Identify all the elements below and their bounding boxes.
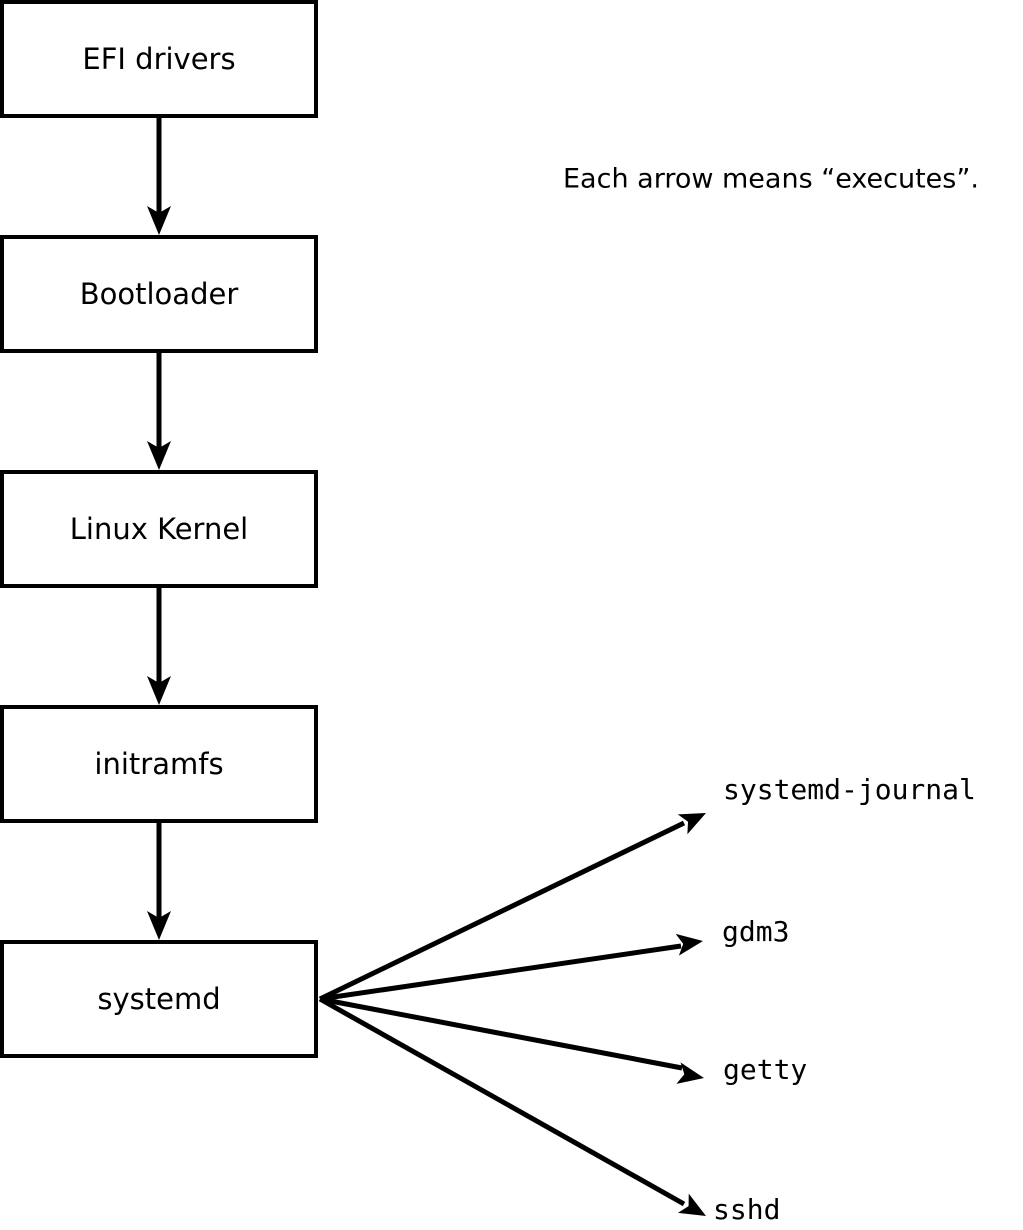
node-label: Linux Kernel	[70, 512, 248, 546]
node-systemd[interactable]: systemd	[0, 940, 318, 1058]
node-label: systemd	[97, 982, 220, 1016]
node-label: EFI drivers	[82, 42, 235, 76]
fanout-edges-group	[318, 803, 712, 1226]
node-box	[0, 0, 318, 118]
node-box	[0, 705, 318, 823]
node-label-gdm3[interactable]: gdm3	[722, 915, 789, 948]
node-label-sshd[interactable]: sshd	[713, 1193, 780, 1226]
node-linux-kernel[interactable]: Linux Kernel	[0, 470, 318, 588]
edge-linux-kernel-to-initramfs	[147, 588, 171, 705]
node-label-systemd-journal[interactable]: systemd-journal	[723, 773, 976, 806]
edge-systemd-to-getty	[319, 996, 707, 1089]
arrowhead-icon	[675, 930, 705, 956]
node-box	[0, 470, 318, 588]
diagram-caption: Each arrow means “executes”.	[563, 164, 979, 195]
edge-systemd-to-sshd	[318, 996, 712, 1226]
node-label-getty[interactable]: getty	[723, 1053, 807, 1086]
node-bootloader[interactable]: Bootloader	[0, 235, 318, 353]
edge-systemd-to-systemd-journal	[318, 803, 711, 1002]
edge-efi-drivers-to-bootloader	[147, 118, 171, 235]
node-label: initramfs	[94, 747, 223, 781]
chain-edges-group	[147, 118, 171, 940]
arrowhead-icon	[677, 803, 711, 835]
node-initramfs[interactable]: initramfs	[0, 705, 318, 823]
node-efi-drivers[interactable]: EFI drivers	[0, 0, 318, 118]
edge-initramfs-to-systemd	[147, 823, 171, 940]
node-label: Bootloader	[80, 277, 239, 311]
leaf-nodes-group: systemd-journal gdm3 getty sshd	[713, 773, 976, 1226]
node-box	[0, 940, 318, 1058]
edge-bootloader-to-linux-kernel	[147, 353, 171, 470]
edge-systemd-to-gdm3	[319, 930, 705, 1002]
node-box	[0, 235, 318, 353]
arrowhead-icon	[677, 1193, 712, 1226]
